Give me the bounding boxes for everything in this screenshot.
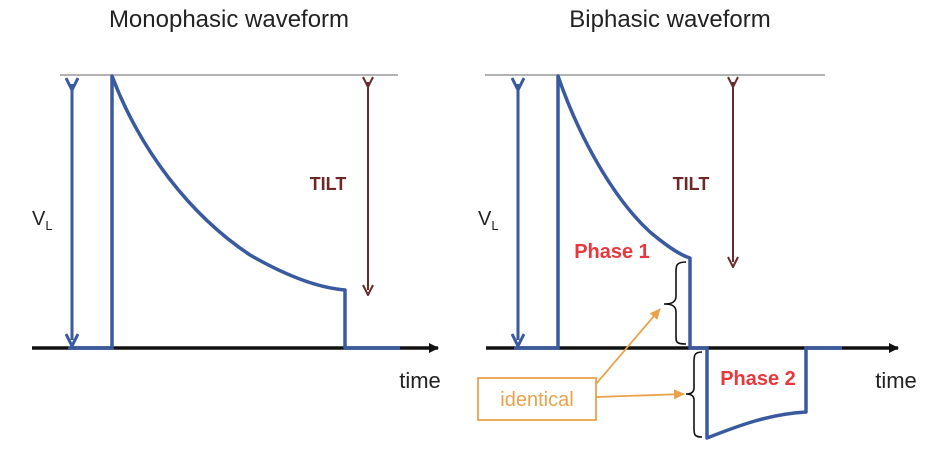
identical-box [477, 377, 597, 421]
monophasic-tilt-label: TILT [310, 174, 347, 194]
identical-label: identical [500, 389, 573, 411]
phase2-amplitude-brace [685, 351, 703, 438]
biphasic-panel: Biphasic waveform time VL TILT Phase 1 P… [477, 6, 917, 440]
biphasic-vl-label: VL [478, 208, 499, 233]
phase1-amplitude-brace [663, 261, 687, 345]
biphasic-waveform [514, 74, 842, 440]
biphasic-title: Biphasic waveform [569, 6, 770, 33]
biphasic-time-label: time [875, 368, 917, 393]
phase2-label: Phase 2 [720, 368, 796, 390]
monophasic-time-label: time [399, 368, 441, 393]
identical-arrow-to-phase2 [595, 389, 685, 400]
biphasic-tilt-label: TILT [673, 174, 710, 194]
phase1-label: Phase 1 [574, 241, 650, 263]
monophasic-title: Monophasic waveform [109, 6, 349, 33]
monophasic-vl-label: VL [32, 208, 53, 233]
monophasic-panel: Monophasic waveform time VL TILT [32, 6, 441, 393]
identical-arrow-to-phase1 [595, 308, 661, 385]
monophasic-waveform [68, 74, 400, 350]
